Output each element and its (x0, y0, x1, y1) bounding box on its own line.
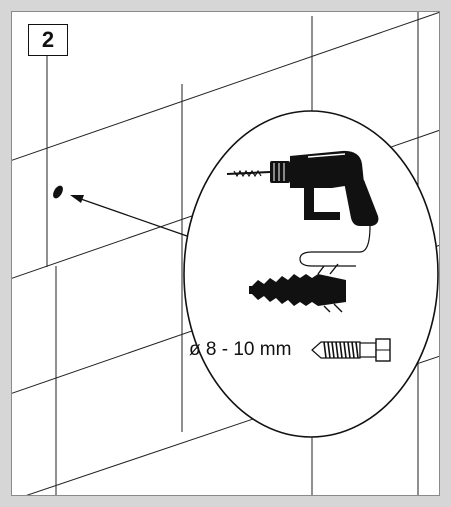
instruction-illustration (12, 12, 439, 495)
step-number-badge: 2 (28, 24, 68, 56)
instruction-panel: 2 ø 8 - 10 mm (11, 11, 440, 496)
screw-icon (311, 338, 391, 362)
drill-hole-icon (53, 185, 63, 199)
drill-size-label: ø 8 - 10 mm (189, 339, 292, 360)
drill-icon (226, 150, 379, 267)
pointer-arrow-icon (70, 195, 188, 237)
wall-plug-icon (249, 263, 346, 313)
